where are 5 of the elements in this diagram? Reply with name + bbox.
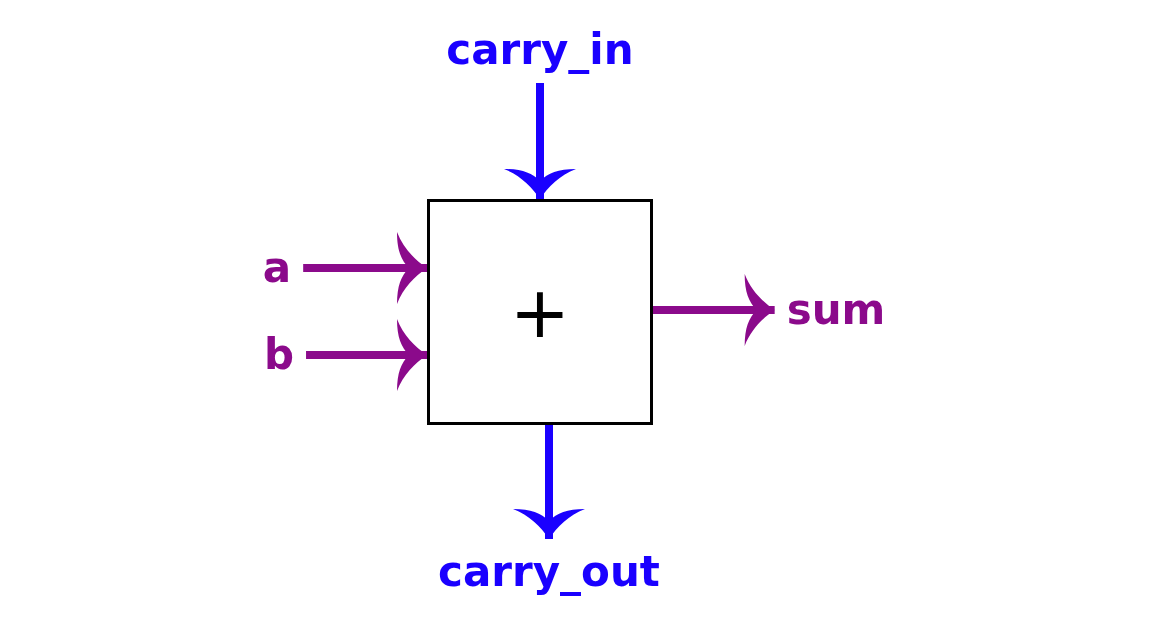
signal-label: a — [262, 247, 292, 289]
signal-label: sum — [786, 289, 886, 331]
signal-label: b — [263, 334, 295, 376]
adder-box — [427, 199, 653, 425]
operator-symbol: + — [509, 276, 571, 348]
